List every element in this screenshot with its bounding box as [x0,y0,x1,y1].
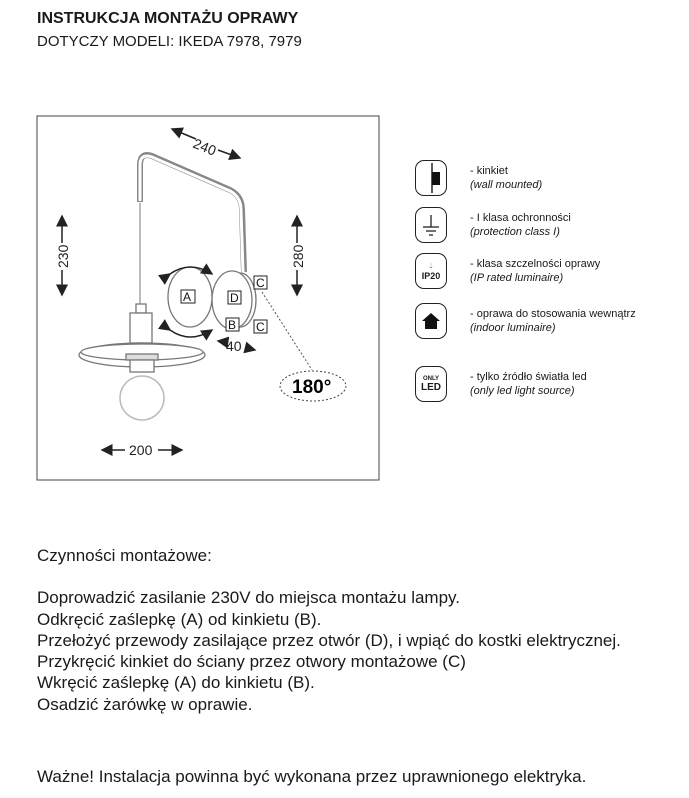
lamp-diagram: A D B C C 180° 240 230 280 200 40 [36,115,380,481]
dim-shade: 200 [129,442,153,458]
legend-item-wall-mounted: - kinkiet (wall mounted) [415,160,685,200]
label-d: D [230,291,239,305]
rotation-label: 180° [292,377,331,398]
step-item: Odkręcić zaślepkę (A) od kinkietu (B). [37,609,322,629]
dim-plate: 40 [226,338,242,354]
step-item: Przykręcić kinkiet do ściany przez otwor… [37,652,466,672]
legend-label-en: (indoor luminaire) [470,322,556,334]
legend-label: - klasa szczelności oprawy [470,258,601,270]
lamp-arm [137,152,247,273]
led-text: LED [421,381,441,393]
label-c-bottom: C [256,320,265,334]
legend-label: - I klasa ochronności [470,212,571,224]
dim-arm: 240 [191,135,219,159]
legend-label-en: (only led light source) [470,385,575,397]
legend-label: - tylko źródło światła led [470,371,587,383]
ip-rating-icon: 💧︎IP20 [415,253,447,289]
dim-height-right: 280 [290,244,306,268]
legend-label: - kinkiet [470,165,508,177]
steps-heading: Czynności montażowe: [37,546,212,565]
step-item: Osadzić żarówkę w oprawie. [37,694,253,714]
legend-item-ip-rating: 💧︎IP20 - klasa szczelności oprawy (IP rat… [415,253,685,293]
page-subtitle: DOTYCZY MODELI: IKEDA 7978, 7979 [37,33,302,50]
bulb [119,375,165,421]
label-c-top: C [256,276,265,290]
label-b: B [228,318,236,332]
legend-label-en: (protection class I) [470,226,560,238]
wall-mounted-icon [415,160,447,196]
only-text: ONLY [422,375,440,382]
step-item: Doprowadzić zasilanie 230V do miejsca mo… [37,588,460,608]
legend-label: - oprawa do stosowania wewnątrz [470,308,636,320]
diagram-frame [36,115,380,481]
step-item: Wkręcić zaślepkę (A) do kinkietu (B). [37,673,315,693]
earth-ground-icon [415,207,447,243]
legend-item-protection-class: - I klasa ochronności (protection class I… [415,207,685,247]
ip-rating-text: IP20 [421,271,441,281]
label-a: A [183,290,191,304]
page-title: INSTRUKCJA MONTAŻU OPRAWY [37,10,299,27]
warning-text: Ważne! Instalacja powinna być wykonana p… [37,767,587,786]
installation-steps: Czynności montażowe: Doprowadzić zasilan… [37,545,621,715]
dim-height-left: 230 [55,244,71,268]
step-item: Przełożyć przewody zasilające przez otwó… [37,630,621,650]
legend-label-en: (IP rated luminaire) [470,272,564,284]
legend-item-indoor: - oprawa do stosowania wewnątrz (indoor l… [415,303,685,343]
indoor-house-icon [415,303,447,339]
legend-label-en: (wall mounted) [470,179,543,191]
